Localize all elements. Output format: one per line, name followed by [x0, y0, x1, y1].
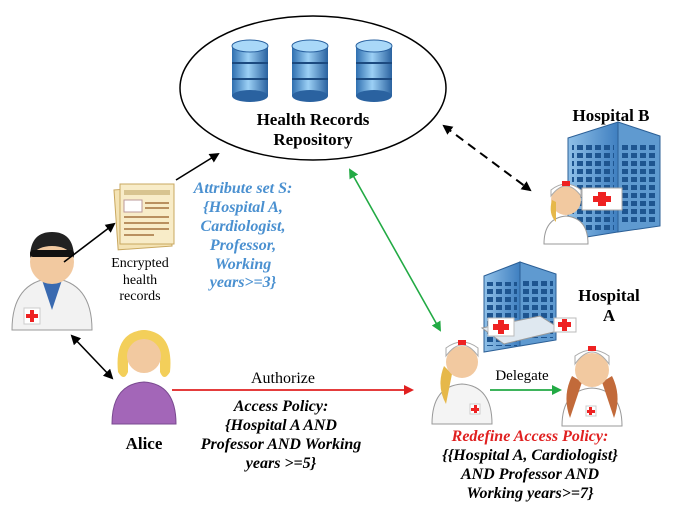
hospital-a-label-line: A	[602, 306, 616, 326]
delegate-label: Delegate	[495, 368, 549, 384]
attribute-set-line: Cardiologist,	[200, 217, 286, 235]
access-policy-line: years >=5}	[245, 454, 317, 472]
doctor-alice-arrow	[70, 334, 114, 380]
hospital-a-label: Hospital A	[574, 286, 644, 326]
alice-label: Alice	[125, 434, 163, 453]
redefine-policy-line: Working years>=7}	[466, 484, 594, 502]
attribute-set-line: years>=3}	[209, 274, 277, 292]
access-policy-line: {Hospital A AND	[225, 416, 337, 434]
records-to-repository-arrow	[175, 152, 220, 181]
access-policy-line: Access Policy:	[233, 398, 329, 415]
repository-hospital-b-arrow	[442, 124, 532, 192]
attribute-set-line: Working	[214, 255, 272, 273]
authorize-label: Authorize	[251, 370, 315, 387]
attribute-set-line: Professor,	[209, 236, 277, 254]
hospital-b-nurse-icon	[543, 181, 589, 245]
access-policy-line: Professor AND Working	[200, 435, 362, 453]
nurse-delegatee-icon	[561, 346, 623, 427]
redefine-policy-title: Redefine Access Policy:	[451, 428, 609, 445]
doctor-to-records-arrow	[63, 222, 116, 263]
hospital-b-label: Hospital B	[572, 106, 650, 125]
repository-label-line: Health Records	[256, 110, 370, 129]
records-label-line: health	[122, 272, 158, 288]
encrypted-records-label: Encrypted health records	[98, 256, 182, 306]
access-policy-text: Access Policy: {Hospital A AND Professor…	[176, 398, 386, 474]
nurse-delegator-icon	[431, 340, 493, 425]
database-icon	[291, 39, 329, 102]
database-icon	[355, 39, 393, 102]
repository-nurse-arrow	[349, 168, 441, 332]
redefine-policy-line: AND Professor AND	[460, 465, 600, 483]
database-icon	[231, 39, 269, 102]
repository-label-line: Repository	[273, 130, 353, 150]
doctor-icon	[11, 232, 93, 331]
encrypted-records-icon	[113, 183, 175, 251]
hospital-b-building-icon	[567, 121, 661, 241]
hospital-a-label-line: Hospital	[578, 286, 640, 305]
records-label-line: records	[119, 289, 161, 305]
attribute-set-text: Attribute set S: {Hospital A, Cardiologi…	[168, 180, 318, 293]
alice-icon	[111, 330, 177, 425]
hospital-a-building-icon	[480, 261, 577, 353]
redefine-policy-line: {{Hospital A, Cardiologist}	[442, 446, 618, 464]
attribute-set-line: Attribute set S:	[193, 180, 293, 197]
redefine-policy-text: Redefine Access Policy: {{Hospital A, Ca…	[410, 428, 650, 504]
attribute-set-line: {Hospital A,	[203, 198, 283, 216]
records-label-line: Encrypted	[111, 256, 169, 271]
repository-label: Health Records Repository	[213, 110, 413, 150]
